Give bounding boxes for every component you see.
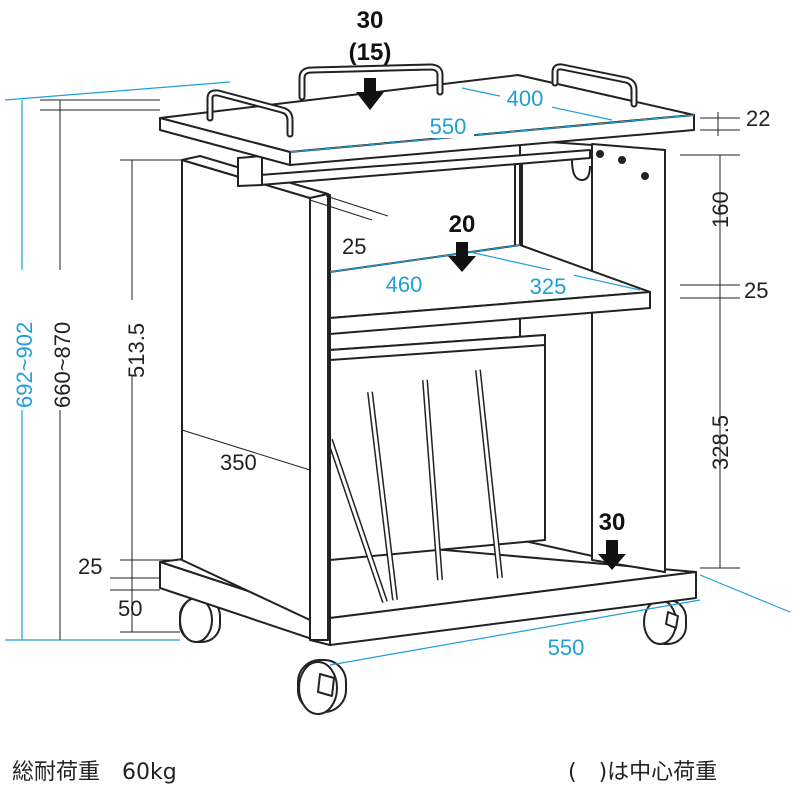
caster-front-right [297,659,347,715]
total-load-note: 総耐荷重 60kg [12,760,177,785]
load-top-group: 30 (15) [349,7,392,110]
down-arrow-icon [356,78,384,110]
caster-rear-right [643,599,687,645]
dim-shelf-width: 460 [386,272,423,297]
cart-drawing [159,63,697,715]
dim-caster-height: 50 [118,596,142,621]
dim-inner-front-offset: 25 [342,234,366,259]
middle-shelf [329,244,651,335]
center-load-note: ( )は中心荷重 [568,760,718,785]
dim-shelf-thickness: 25 [744,278,768,303]
load-middle-group: 20 [448,211,476,272]
down-arrow-icon [448,242,476,272]
dim-top-thickness: 22 [746,106,770,131]
right-side-panel [519,139,666,573]
dimension-labels: 400 550 22 160 25 328.5 460 325 25 513.5… [10,86,770,660]
dim-surface-height-range: 660~870 [50,322,75,408]
left-side-panel [181,155,329,641]
dim-lower-gap: 328.5 [708,415,733,470]
down-arrow-icon [598,540,626,570]
magazine-rack [327,334,546,603]
dim-bottom-panel-thickness: 25 [78,554,102,579]
dim-side-panel-depth: 350 [220,450,257,475]
dim-upper-gap: 160 [708,191,733,228]
load-middle-label: 20 [449,211,476,238]
load-top-label: 30 [357,7,384,34]
top-support-bar [237,149,649,187]
load-top-center-label: (15) [349,39,392,66]
dim-inner-height: 513.5 [124,323,149,378]
load-bottom-group: 30 [598,509,626,570]
dim-top-depth: 400 [507,86,544,111]
dim-top-width: 550 [430,114,467,139]
dim-base-width: 550 [548,635,585,660]
load-bottom-label: 30 [599,509,626,536]
dim-shelf-depth: 325 [530,274,567,299]
dim-total-height-range: 692~902 [12,322,37,408]
